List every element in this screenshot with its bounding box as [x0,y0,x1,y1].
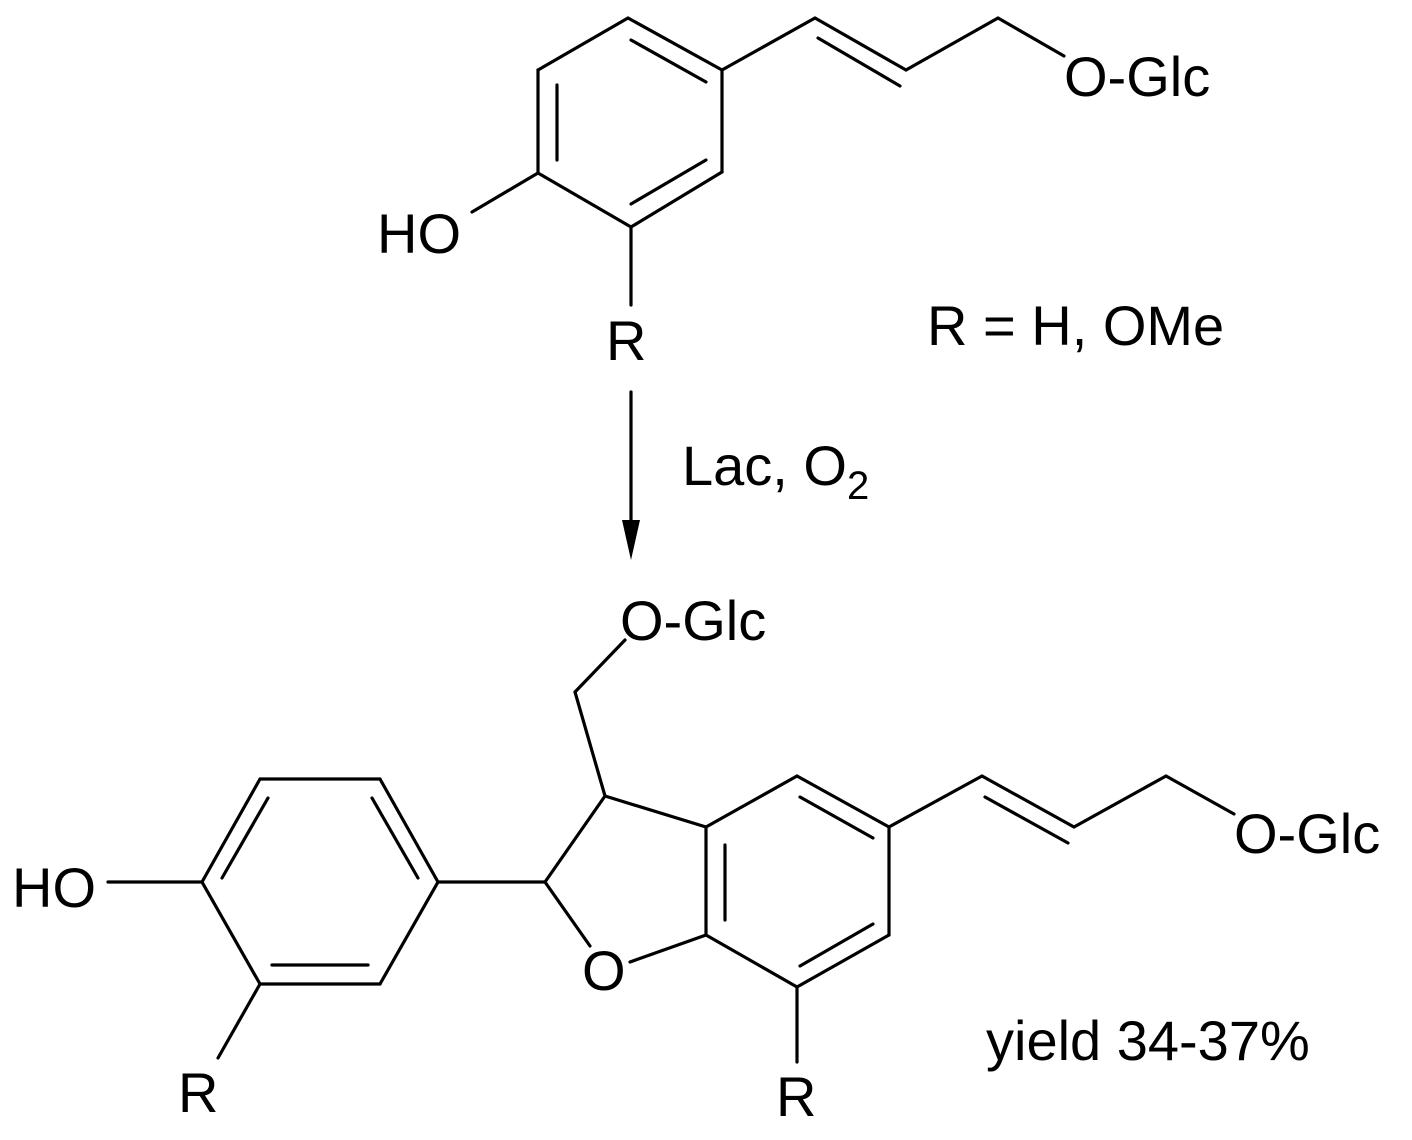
hydroxyl-label: HO [12,856,96,919]
bond [216,982,262,1060]
double-bond-inner [629,38,708,84]
bond [813,16,908,72]
bond [536,16,630,72]
double-bond-inner [816,36,902,88]
substituent-r-left-label: R [178,1061,218,1124]
reaction-arrow [622,390,640,560]
glucoside-label-top: O-Glc [620,589,766,652]
bond [904,16,1000,72]
double-bond-inner [983,795,1070,845]
bond [543,794,607,884]
double-bond-inner [220,796,270,880]
bond [200,777,262,884]
bond [378,777,440,884]
bond [573,638,627,694]
bond [795,774,891,829]
bond [378,880,440,986]
double-bond-inner [798,922,875,968]
bond [536,171,633,229]
glucoside-label-right: O-Glc [1234,802,1380,865]
bond [573,690,607,798]
bond [720,16,817,72]
bond [704,933,799,989]
bond [628,933,708,964]
hydroxyl-label: HO [377,202,461,265]
bond [795,933,891,989]
product-structure: O-Glc O-Glc HO O R R [12,589,1380,1128]
double-bond-inner [798,795,875,840]
reactant-structure: O-Glc HO R [377,16,1210,372]
bond [626,16,724,72]
r-definition: R = H, OMe [927,294,1224,357]
glucoside-label: O-Glc [1064,45,1210,108]
bond [543,880,592,948]
double-bond-inner [629,158,708,206]
bond [1164,774,1236,816]
substituent-r-bottom-label: R [776,1065,816,1128]
double-bond-inner [370,796,420,880]
bond [887,774,984,829]
yield-text: yield 34-37% [986,1009,1310,1072]
ring-oxygen-label: O [582,939,626,1002]
bond [980,774,1076,829]
bond [704,774,799,829]
substituent-r-label: R [606,309,646,372]
reagent-subscript: 2 [847,464,869,508]
reagent-main: Lac, O [682,434,847,497]
bond [470,171,540,214]
bond [996,16,1066,58]
arrow-head [622,520,640,560]
bond [200,880,262,986]
bond [603,794,708,829]
bond [629,170,724,229]
bond [1072,774,1168,829]
reagent-conditions: Lac, O2 [682,434,869,508]
